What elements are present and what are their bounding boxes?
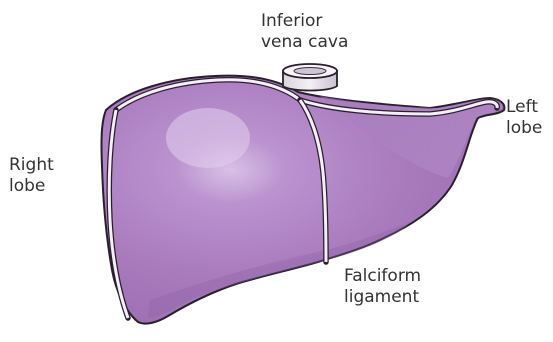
label-right-line1: Right <box>9 155 54 176</box>
label-falciform-ligament: Falciform ligament <box>344 266 421 308</box>
label-left-line2: lobe <box>506 118 542 139</box>
inferior-vena-cava <box>283 64 337 91</box>
label-right-line2: lobe <box>9 176 54 197</box>
label-left-lobe: Left lobe <box>506 97 542 139</box>
right-lobe-highlight <box>166 108 250 168</box>
label-inferior-vena-cava: Inferior vena cava <box>261 11 348 53</box>
label-right-lobe: Right lobe <box>9 155 54 197</box>
label-ivc-line2: vena cava <box>261 32 348 53</box>
label-ivc-line1: Inferior <box>261 11 348 32</box>
label-falciform-line2: ligament <box>344 287 421 308</box>
label-falciform-line1: Falciform <box>344 266 421 287</box>
label-left-line1: Left <box>506 97 542 118</box>
